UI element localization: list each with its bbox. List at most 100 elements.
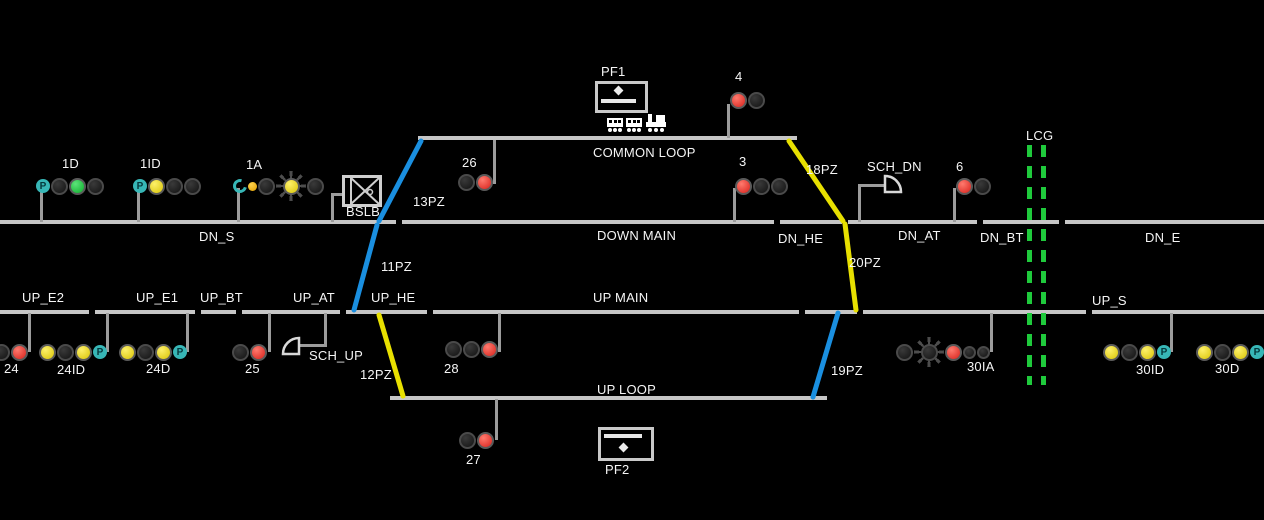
signal-3-head[interactable] [735,169,788,203]
red-lamp [476,173,493,191]
sch-up-pole [324,313,327,347]
signal-28-label: 28 [444,361,459,376]
signal-28-head[interactable] [445,332,498,366]
pf2-platform-edge [604,434,642,438]
track-joint [427,308,433,316]
signal-30id-head[interactable]: P [1103,335,1171,369]
red-lamp [477,431,494,449]
signal-1a-head[interactable] [230,169,324,203]
dark-lamp [87,177,104,195]
sch-dn-label: SCH_DN [867,159,922,174]
dark-lamp [51,177,68,195]
section-dn-at: DN_AT [898,228,941,243]
point-19pz-label: 19PZ [831,363,863,378]
pf1-platform-icon [595,81,648,113]
dark-lamp [896,343,913,361]
bslb-block-instrument-icon[interactable] [342,175,382,207]
sch-up-bracket [300,344,326,347]
signal-24-pole [28,313,31,352]
section-dn-he: DN_HE [778,231,824,246]
dark-lamp [463,340,480,358]
signal-24-head[interactable] [0,335,28,369]
dark-lamp [748,91,765,109]
p-marker-icon: P [1157,345,1171,359]
point-18pz-label: 18PZ [806,162,838,177]
down-main-track [0,220,1264,224]
green-lamp [69,177,86,195]
signal-26-label: 26 [462,155,477,170]
red-lamp [11,343,28,361]
signal-30ia-label: 30IA [967,359,995,374]
dark-lamp [307,177,324,195]
pf2-label: PF2 [605,462,630,477]
point-13pz-line[interactable] [376,138,424,224]
signal-3-pole [733,188,736,222]
signal-1d-pole [40,188,43,222]
section-up-s: UP_S [1092,293,1127,308]
up-main-label: UP MAIN [593,290,649,305]
signal-6-pole [953,188,956,222]
point-13pz-label: 13PZ [413,194,445,209]
point-12pz-label: 12PZ [360,367,392,382]
yellow-lamp [39,343,56,361]
sch-up-label: SCH_UP [309,348,363,363]
lcg-gate-line [1041,145,1046,385]
signal-4-label: 4 [735,69,743,84]
signal-30d-label: 30D [1215,361,1240,376]
section-up-at: UP_AT [293,290,335,305]
signal-24-label: 24 [4,361,19,376]
signal-25-head[interactable] [232,335,267,369]
point-20pz-line[interactable] [842,221,859,313]
yellow-lamp [155,343,172,361]
signal-24d-head[interactable]: P [119,335,187,369]
section-dn-s: DN_S [199,229,235,244]
point-11pz-line[interactable] [351,222,380,313]
signal-1d-label: 1D [62,156,80,171]
dark-lamp [771,177,788,195]
signal-1id-head[interactable]: P [133,169,201,203]
dark-lamp [977,345,990,359]
sch-dn-shunt-icon[interactable] [882,173,904,195]
train-icon[interactable] [606,112,668,135]
dark-lamp [920,343,938,361]
lcg-label: LCG [1026,128,1054,143]
signal-25-pole [268,313,271,352]
small-yellow-lamp [248,181,257,191]
yellow-lamp [75,343,92,361]
signal-30d-head[interactable]: P [1196,335,1264,369]
point-20pz-label: 20PZ [849,255,881,270]
signal-27-head[interactable] [459,423,494,457]
signal-30id-pole [1170,313,1173,352]
track-joint [195,308,201,316]
track-joint [236,308,242,316]
dark-lamp [0,343,10,361]
signal-30ia-head[interactable] [896,335,990,369]
p-marker-icon: P [93,345,107,359]
dark-lamp [258,177,275,195]
signal-26-head[interactable] [458,165,493,199]
point-12pz-line[interactable] [376,312,406,399]
signal-1d-head[interactable]: P [36,169,104,203]
track-joint [89,308,95,316]
dark-lamp [1214,343,1231,361]
signal-24id-head[interactable]: P [39,335,107,369]
red-lamp [730,91,747,109]
p-marker-icon: P [1250,345,1264,359]
sch-up-shunt-icon[interactable] [280,335,302,357]
track-joint [396,218,402,226]
dark-lamp [57,343,74,361]
dark-lamp [184,177,201,195]
signal-24d-label: 24D [146,361,171,376]
track-joint [774,218,780,226]
point-18pz-line[interactable] [786,138,846,224]
yellow-lamp [1139,343,1156,361]
pf1-platform-edge [601,99,636,103]
dark-lamp [974,177,991,195]
point-19pz-line[interactable] [810,310,841,400]
signal-6-head[interactable] [956,169,991,203]
pf1-label: PF1 [601,64,626,79]
signal-4-head[interactable] [730,83,765,117]
yellow-lamp [1196,343,1213,361]
